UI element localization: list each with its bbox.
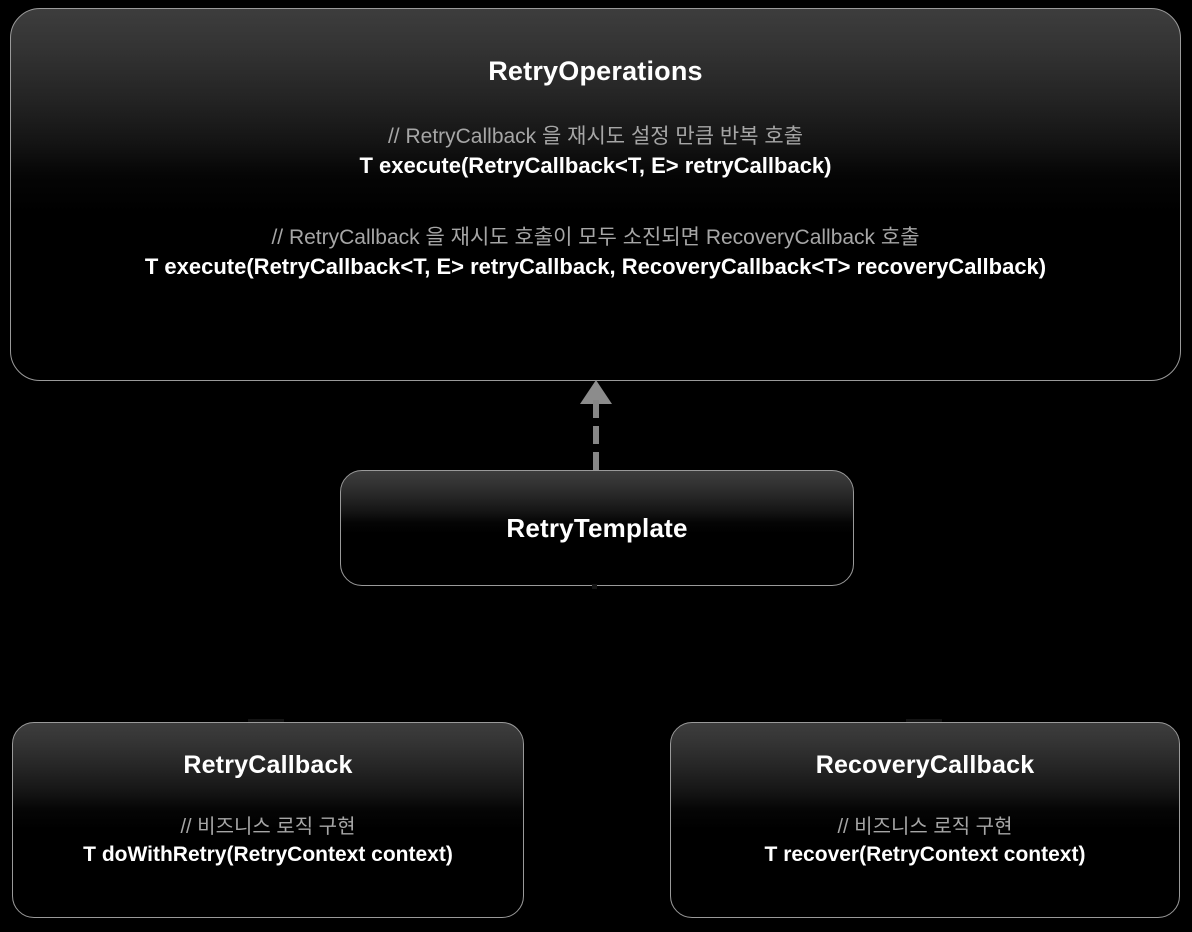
class-title-retryoperations: RetryOperations xyxy=(488,56,703,86)
member-comment: // RetryCallback 을 재시도 호출이 모두 소진되면 Recov… xyxy=(271,225,920,249)
member-signature: T execute(RetryCallback<T, E> retryCallb… xyxy=(144,254,1047,280)
class-node-retrycallback[interactable]: RetryCallback // 비즈니스 로직 구현 T doWithRetr… xyxy=(12,722,524,918)
dashed-line xyxy=(593,400,599,474)
class-title-retrycallback: RetryCallback xyxy=(183,751,353,779)
member-block: // RetryCallback 을 재시도 호출이 모두 소진되면 Recov… xyxy=(11,224,1180,282)
member-comment: // 비즈니스 로직 구현 xyxy=(180,815,356,838)
member-comment: // 비즈니스 로직 구현 xyxy=(837,815,1013,838)
class-node-retryoperations[interactable]: RetryOperations // RetryCallback 을 재시도 설… xyxy=(10,8,1181,381)
edge-stub-retrycallback-top xyxy=(248,719,284,722)
class-node-recoverycallback[interactable]: RecoveryCallback // 비즈니스 로직 구현 T recover… xyxy=(670,722,1180,918)
member-signature: T recover(RetryContext context) xyxy=(764,842,1086,866)
class-title-recoverycallback: RecoveryCallback xyxy=(815,751,1035,779)
realization-connector-retrytemplate-retryoperations xyxy=(570,378,622,474)
class-title-retrytemplate: RetryTemplate xyxy=(506,513,688,543)
class-node-retrytemplate[interactable]: RetryTemplate xyxy=(340,470,854,586)
edge-stub-recoverycallback-top xyxy=(906,719,942,722)
member-comment: // RetryCallback 을 재시도 설정 만큼 반복 호출 xyxy=(387,124,804,148)
member-signature: T doWithRetry(RetryContext context) xyxy=(83,842,453,866)
member-signature: T execute(RetryCallback<T, E> retryCallb… xyxy=(359,153,832,179)
member-block: // 비즈니스 로직 구현 T recover(RetryContext con… xyxy=(671,814,1179,869)
edge-stub-retrytemplate-bottom xyxy=(592,584,597,589)
member-block: // RetryCallback 을 재시도 설정 만큼 반복 호출 T exe… xyxy=(11,123,1180,181)
member-block: // 비즈니스 로직 구현 T doWithRetry(RetryContext… xyxy=(13,814,523,869)
arrow-head-icon xyxy=(580,380,612,404)
